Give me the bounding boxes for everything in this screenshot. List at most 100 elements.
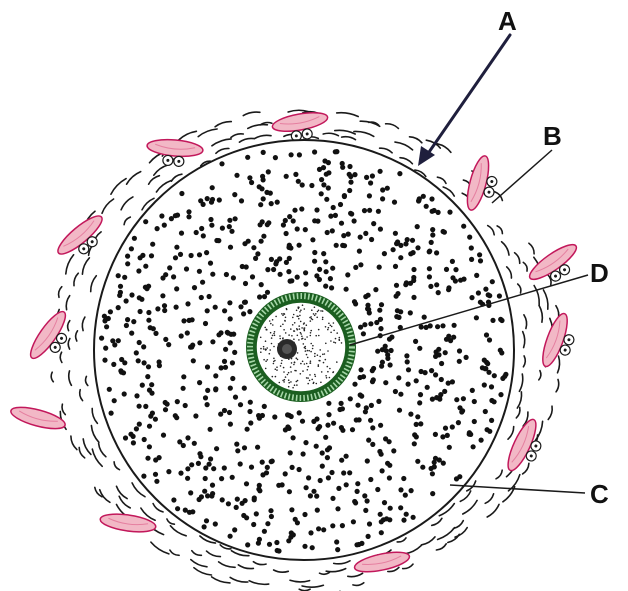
yolk-dot — [378, 512, 383, 517]
yolk-dot — [123, 435, 128, 440]
yolk-dot — [444, 267, 449, 272]
yolk-dot — [331, 205, 336, 210]
yolk-dot — [257, 416, 262, 421]
yolk-dot — [137, 404, 142, 409]
outer-dash-stroke — [219, 562, 236, 567]
yolk-dot — [149, 382, 154, 387]
yolk-dot — [382, 500, 387, 505]
yolk-dot — [309, 183, 314, 188]
yolk-dot — [351, 519, 356, 524]
yolk-dot — [136, 358, 141, 363]
yolk-dot — [422, 315, 427, 320]
yolk-dot — [398, 309, 403, 314]
yolk-dot — [287, 214, 292, 219]
outer-dash-stroke — [334, 561, 350, 564]
outer-dash-stroke — [68, 339, 70, 350]
yolk-dot — [439, 361, 444, 366]
yolk-dot — [436, 290, 441, 295]
yolk-dot — [102, 358, 107, 363]
yolk-dot — [244, 481, 249, 486]
yolk-dot — [379, 302, 384, 307]
yolk-dot — [163, 337, 168, 342]
yolk-dot — [339, 221, 344, 226]
yolk-dot — [347, 188, 352, 193]
yolk-dot — [268, 191, 273, 196]
yolk-dot — [244, 264, 249, 269]
yolk-dot — [337, 407, 342, 412]
yolk-dot — [303, 227, 308, 232]
yolk-dot — [315, 219, 320, 224]
yolk-dot — [147, 388, 152, 393]
yolk-dot — [317, 277, 322, 282]
yolk-dot — [229, 229, 234, 234]
yolk-dot — [499, 350, 504, 355]
yolk-dot — [220, 226, 225, 231]
yolk-dot — [293, 172, 298, 177]
yolk-dot — [378, 326, 383, 331]
yolk-dot — [321, 182, 326, 187]
yolk-dot — [330, 266, 335, 271]
yolk-dot — [129, 331, 134, 336]
yolk-dot — [257, 488, 262, 493]
yolk-dot — [181, 318, 186, 323]
yolk-dot — [267, 542, 272, 547]
outer-dash-stroke — [230, 577, 248, 582]
yolk-dot — [437, 457, 442, 462]
outer-dash-stroke — [51, 372, 53, 382]
yolk-dot — [362, 322, 367, 327]
yolk-dot — [379, 530, 384, 535]
yolk-dot — [295, 275, 300, 280]
yolk-dot — [292, 208, 297, 213]
outer-dash-stroke — [74, 273, 78, 286]
yolk-dot — [119, 370, 124, 375]
yolk-dot — [245, 155, 250, 160]
yolk-dot — [181, 374, 186, 379]
yolk-dot — [163, 407, 168, 412]
yolk-dot — [474, 273, 479, 278]
yolk-dot — [186, 214, 191, 219]
yolk-dot — [301, 451, 306, 456]
yolk-dot — [401, 476, 406, 481]
outer-dash-stroke — [558, 356, 560, 373]
yolk-dot — [368, 418, 373, 423]
outer-dash-stroke — [539, 305, 542, 322]
outer-dash-stroke — [66, 296, 69, 310]
outer-dash-stroke — [191, 560, 207, 567]
yolk-dot — [262, 294, 267, 299]
yolk-dot — [380, 347, 385, 352]
yolk-dot — [319, 191, 324, 196]
yolk-dot — [177, 439, 182, 444]
yolk-dot — [199, 295, 204, 300]
yolk-dot — [131, 319, 136, 324]
yolk-dot — [230, 376, 235, 381]
yolk-dot — [145, 456, 150, 461]
yolk-dot — [346, 232, 351, 237]
yolk-dot — [171, 497, 176, 502]
yolk-dot — [273, 155, 278, 160]
yolk-dot — [345, 272, 350, 277]
yolk-dot — [324, 269, 329, 274]
outer-dash-stroke — [99, 443, 106, 456]
yolk-dot — [450, 379, 455, 384]
yolk-dot — [321, 165, 326, 170]
outer-dash-stroke — [497, 226, 502, 234]
label-d: D — [590, 258, 609, 288]
yolk-dot — [342, 194, 347, 199]
outer-dash-stroke — [302, 585, 323, 587]
yolk-dot — [450, 424, 455, 429]
yolk-dot — [487, 293, 492, 298]
yolk-dot — [355, 403, 360, 408]
yolk-dot — [208, 456, 213, 461]
outer-dash-stroke — [404, 546, 421, 554]
yolk-dot — [143, 264, 148, 269]
outer-dash-stroke — [410, 137, 422, 143]
yolk-dot — [329, 285, 334, 290]
outer-dash-stroke — [83, 439, 91, 455]
yolk-dot — [395, 291, 400, 296]
pink-cell — [503, 416, 550, 478]
yolk-dot — [234, 505, 239, 510]
yolk-dot — [396, 315, 401, 320]
yolk-dot — [242, 386, 247, 391]
yolk-dot — [457, 359, 462, 364]
yolk-dot — [266, 169, 271, 174]
